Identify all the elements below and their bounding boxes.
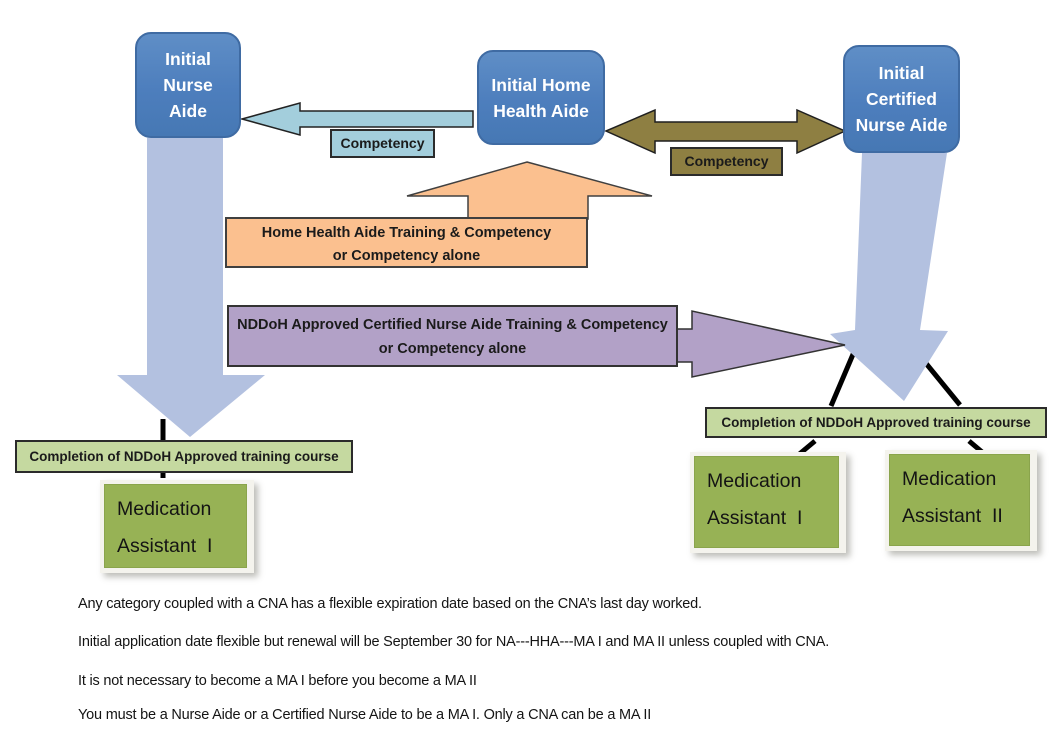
label-competency-left: Competency <box>330 129 435 158</box>
box-medication-assistant-2-right-text: Medication Assistant II <box>889 454 1030 546</box>
left-arrow-competency-icon <box>239 102 474 136</box>
down-arrow-right-icon <box>830 153 948 401</box>
box-medication-assistant-1-left-text: Medication Assistant I <box>104 484 247 568</box>
label-completion-right: Completion of NDDoH Approved training co… <box>705 407 1047 438</box>
box-medication-assistant-1-right-text: Medication Assistant I <box>694 456 839 548</box>
note-renewal: Initial application date flexible but re… <box>78 634 830 650</box>
label-hha-training: Home Health Aide Training & Competency o… <box>225 217 588 268</box>
box-medication-assistant-1-left: Medication Assistant I <box>100 480 254 573</box>
right-arrow-cna-training-icon <box>676 310 846 378</box>
note-ma1-not-required: It is not necessary to become a MA I bef… <box>78 673 477 689</box>
label-competency-right: Competency <box>670 147 783 176</box>
connector-line-right-upper-left <box>828 351 857 407</box>
note-expiration: Any category coupled with a CNA has a fl… <box>78 596 702 612</box>
up-arrow-hha-training-icon <box>406 161 653 220</box>
note-eligibility: You must be a Nurse Aide or a Certified … <box>78 707 652 723</box>
node-initial-certified-nurse-aide: Initial Certified Nurse Aide <box>843 45 960 153</box>
label-cna-training: NDDoH Approved Certified Nurse Aide Trai… <box>227 305 678 367</box>
box-medication-assistant-1-right: Medication Assistant I <box>690 452 846 553</box>
label-completion-left: Completion of NDDoH Approved training co… <box>15 440 353 473</box>
node-initial-nurse-aide: Initial Nurse Aide <box>135 32 241 138</box>
down-arrow-left-icon <box>117 138 265 437</box>
node-initial-home-health-aide: Initial Home Health Aide <box>477 50 605 145</box>
box-medication-assistant-2-right: Medication Assistant II <box>885 450 1037 551</box>
